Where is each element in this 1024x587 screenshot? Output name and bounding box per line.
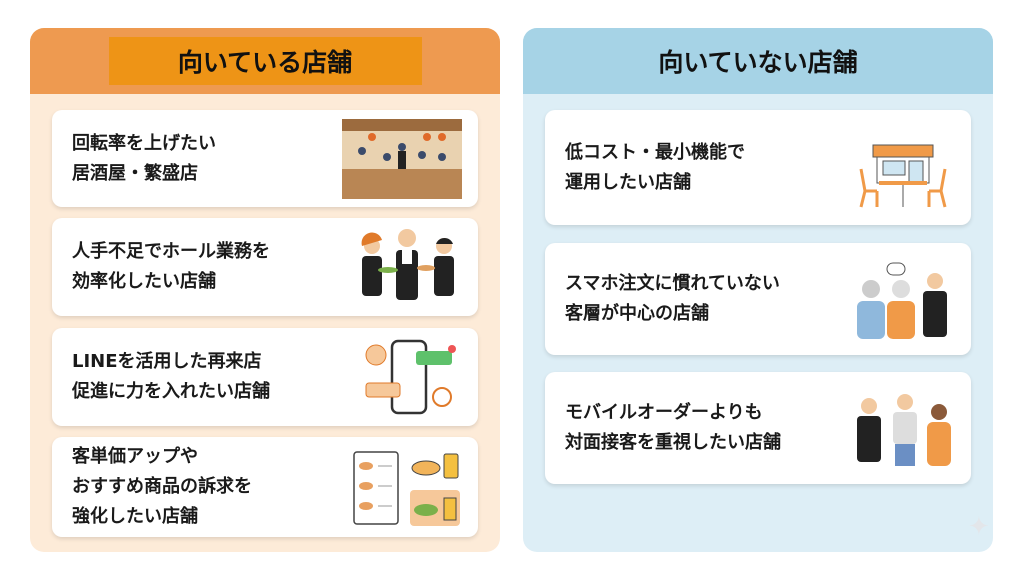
staff-illustration <box>361 229 454 300</box>
card-text: 人手不足でホール業務を 効率化したい店舗 <box>72 241 270 292</box>
unsuitable-title: 向いていない店舗 <box>658 48 858 77</box>
card-text: 回転率を上げたい 居酒屋・繁盛店 <box>72 132 216 184</box>
sparkle-icon: ✦ <box>968 512 990 542</box>
menu-food-illustration <box>353 451 460 526</box>
card-text: スマホ注文に慣れていない 客層が中心の店舗 <box>565 273 780 324</box>
smartphone-line-illustration <box>365 339 456 415</box>
face-to-face-service-illustration <box>857 394 951 466</box>
unsuitable-card: モバイルオーダーよりも 対面接客を重視したい店舗 <box>545 372 971 484</box>
elderly-customers-illustration <box>857 262 947 339</box>
suitable-title: 向いている店舗 <box>108 37 422 85</box>
suitable-card: 客単価アップや おすすめ商品の訴求を 強化したい店舗 <box>52 437 478 537</box>
card-text: モバイルオーダーよりも 対面接客を重視したい店舗 <box>565 402 781 453</box>
small-shop-illustration <box>859 144 947 207</box>
card-text: LINEを活用した再来店 促進に力を入れたい店舗 <box>72 351 270 402</box>
card-text: 客単価アップや おすすめ商品の訴求を 強化したい店舗 <box>72 446 252 527</box>
unsuitable-header: 向いていない店舗 <box>523 28 993 94</box>
suitable-header: 向いている店舗 <box>30 28 500 94</box>
unsuitable-card: 低コスト・最小機能で 運用したい店舗 <box>545 110 971 225</box>
card-text: 低コスト・最小機能で 運用したい店舗 <box>565 141 745 193</box>
suitable-card: LINEを活用した再来店 促進に力を入れたい店舗 <box>52 328 478 426</box>
suitable-stores-panel: 向いている店舗 回転率を上げたい 居酒屋・繁盛店 人手不足でホール業務を 効率化… <box>30 28 500 552</box>
unsuitable-card: スマホ注文に慣れていない 客層が中心の店舗 <box>545 243 971 355</box>
unsuitable-stores-panel: 向いていない店舗 低コスト・最小機能で 運用したい店舗 スマホ注文に慣れていない… <box>523 28 993 552</box>
suitable-card: 回転率を上げたい 居酒屋・繁盛店 <box>52 110 478 207</box>
busy-izakaya-illustration <box>342 118 462 199</box>
suitable-card: 人手不足でホール業務を 効率化したい店舗 <box>52 218 478 316</box>
